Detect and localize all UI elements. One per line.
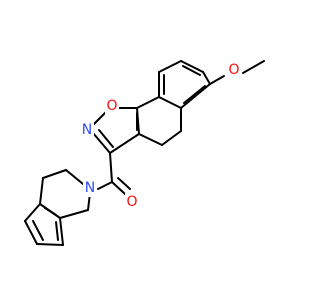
bond [97, 181, 113, 190]
methoxy-oxygen-atom: O [227, 61, 241, 79]
bond [59, 209, 89, 219]
bond [161, 130, 182, 146]
bond [117, 177, 131, 190]
atom-label: O [126, 194, 137, 210]
bond [158, 96, 182, 109]
bond [180, 60, 204, 73]
atom-label: O [106, 98, 117, 114]
structure-diagram: O O N O N [24, 60, 265, 246]
bond [44, 207, 57, 216]
bond [138, 133, 163, 146]
isoxazole-nitrogen-atom: N [80, 121, 94, 139]
bond [109, 152, 113, 183]
bond [136, 96, 160, 109]
atom-label: O [228, 62, 239, 78]
bond [59, 217, 64, 246]
bond [92, 111, 107, 126]
bond [183, 85, 206, 104]
bond [24, 220, 38, 245]
bond [65, 169, 84, 185]
carbonyl-oxygen-atom: O [125, 193, 139, 211]
bond [36, 243, 64, 246]
bond [242, 60, 265, 74]
amide-nitrogen-atom: N [83, 179, 97, 197]
bond [55, 221, 59, 241]
bond [42, 169, 67, 179]
bond [180, 83, 211, 109]
bond [209, 75, 225, 85]
bond [111, 181, 126, 195]
molecule-drawing: O O N O N [24, 60, 265, 246]
bond [39, 177, 44, 205]
atom-label: N [82, 122, 92, 138]
bond [182, 65, 201, 76]
bond [32, 220, 44, 241]
bond [92, 132, 111, 154]
bond [98, 129, 114, 148]
atom-label: N [85, 180, 95, 196]
isoxazole-oxygen-atom: O [105, 97, 119, 115]
bond [202, 71, 211, 85]
atom-label-layer: O O N O N [80, 61, 241, 211]
bond [158, 60, 182, 73]
bond [24, 203, 41, 222]
bond-layer [24, 60, 265, 246]
bond [109, 133, 140, 154]
